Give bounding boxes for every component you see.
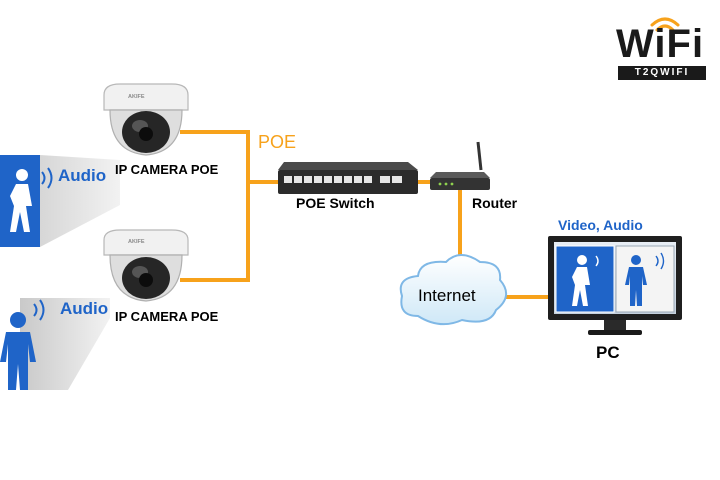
pc-monitor xyxy=(548,236,682,335)
internet-label: Internet xyxy=(418,286,476,305)
audio-label-top: Audio xyxy=(58,166,106,185)
dome-camera-top: AKIFE xyxy=(103,83,189,156)
dome-camera-bottom: AKIFE xyxy=(103,229,189,302)
poe-switch-label: POE Switch xyxy=(296,195,375,211)
person-panel-bottom: Audio xyxy=(0,298,110,390)
t2qwifi-logo: WiFi T2QWIFI xyxy=(612,10,712,80)
switch-ports xyxy=(284,176,402,183)
sound-waves-icon xyxy=(33,299,45,321)
video-audio-label: Video, Audio xyxy=(558,217,643,233)
walking-person-icon xyxy=(10,169,32,232)
cable-camera-top xyxy=(180,130,278,184)
sound-waves-icon xyxy=(41,167,53,189)
poe-cables xyxy=(180,130,548,299)
poe-label: POE xyxy=(258,132,296,152)
person-panel-top: Audio xyxy=(0,155,120,247)
poe-switch xyxy=(278,162,418,194)
cable-camera-bottom xyxy=(180,182,250,282)
pc-label: PC xyxy=(596,343,620,362)
walking-person-icon xyxy=(572,255,590,306)
camera-brand-bottom: AKIFE xyxy=(128,239,145,245)
logo-subtitle: T2QWIFI xyxy=(618,66,706,80)
camera-label-bottom: IP CAMERA POE xyxy=(115,309,219,324)
standing-person-icon xyxy=(625,255,647,306)
standing-person-icon xyxy=(0,312,36,390)
internet-cloud xyxy=(399,254,507,326)
camera-brand-top: AKIFE xyxy=(128,94,145,100)
wifi-signal-icon xyxy=(650,17,680,32)
router xyxy=(430,141,490,190)
router-label: Router xyxy=(472,195,518,211)
audio-label-bottom: Audio xyxy=(60,299,108,318)
camera-label-top: IP CAMERA POE xyxy=(115,162,219,177)
logo-word: WiFi xyxy=(616,22,705,66)
